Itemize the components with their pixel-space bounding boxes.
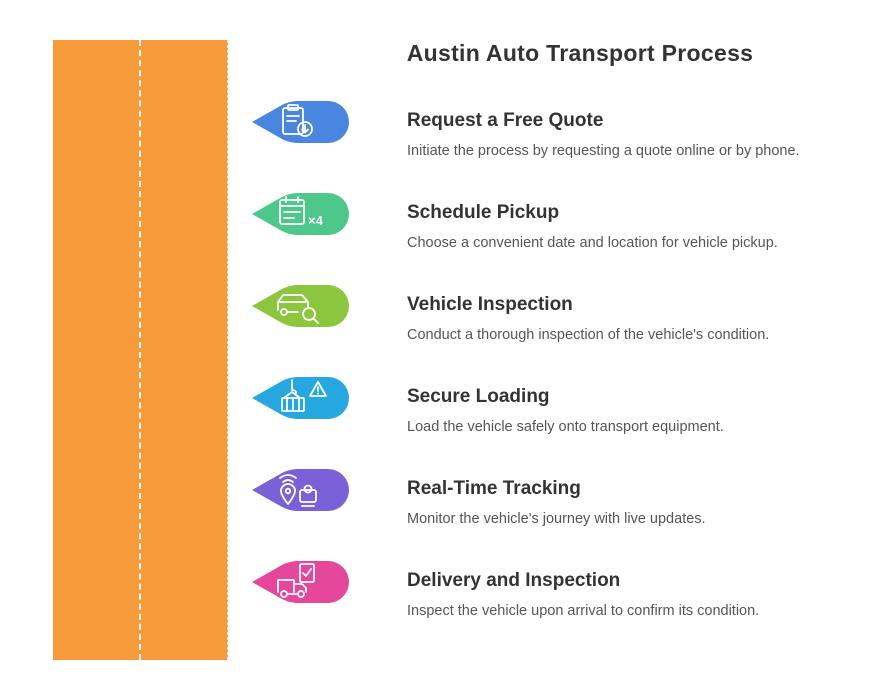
road-strip	[53, 40, 228, 660]
step-title: Real-Time Tracking	[407, 478, 581, 499]
step-title: Delivery and Inspection	[407, 570, 621, 591]
step-description: Inspect the vehicle upon arrival to conf…	[407, 603, 760, 619]
step-title: Secure Loading	[407, 386, 550, 407]
step-badge: ×4	[250, 192, 350, 236]
lane-divider	[139, 40, 141, 660]
diagram-title: Austin Auto Transport Process	[406, 40, 754, 66]
step-badge	[250, 376, 350, 420]
step-secure-loading: Secure Loading Load the vehicle safely o…	[250, 376, 850, 460]
step-badge	[250, 560, 350, 604]
calendar-icon	[279, 196, 305, 225]
location-tracking-icon	[279, 474, 317, 507]
step-badge	[250, 468, 350, 512]
step-vehicle-inspection: Vehicle Inspection Conduct a thorough in…	[250, 284, 850, 368]
step-description: Initiate the process by requesting a quo…	[407, 143, 800, 159]
calendar-count-glyph: ×4	[308, 213, 324, 228]
step-schedule-pickup: ×4 Schedule Pickup Choose a convenient d…	[250, 192, 850, 276]
road-edge-line	[227, 40, 228, 660]
step-request-quote: Request a Free Quote Initiate the proces…	[250, 100, 850, 184]
step-description: Choose a convenient date and location fo…	[407, 235, 778, 251]
step-title: Request a Free Quote	[407, 110, 604, 131]
step-title: Vehicle Inspection	[407, 294, 573, 315]
car-magnifier-icon	[277, 294, 319, 324]
step-description: Load the vehicle safely onto transport e…	[407, 419, 724, 435]
step-title: Schedule Pickup	[407, 202, 560, 223]
truck-checklist-icon	[277, 563, 315, 598]
step-real-time-tracking: Real-Time Tracking Monitor the vehicle's…	[250, 468, 850, 552]
step-description: Monitor the vehicle's journey with live …	[407, 511, 706, 527]
step-description: Conduct a thorough inspection of the veh…	[407, 327, 770, 343]
step-badge	[250, 100, 350, 144]
clipboard-download-icon	[282, 104, 313, 137]
step-delivery-inspection: Delivery and Inspection Inspect the vehi…	[250, 560, 850, 644]
crane-warning-icon	[281, 379, 327, 412]
step-badge	[250, 284, 350, 328]
